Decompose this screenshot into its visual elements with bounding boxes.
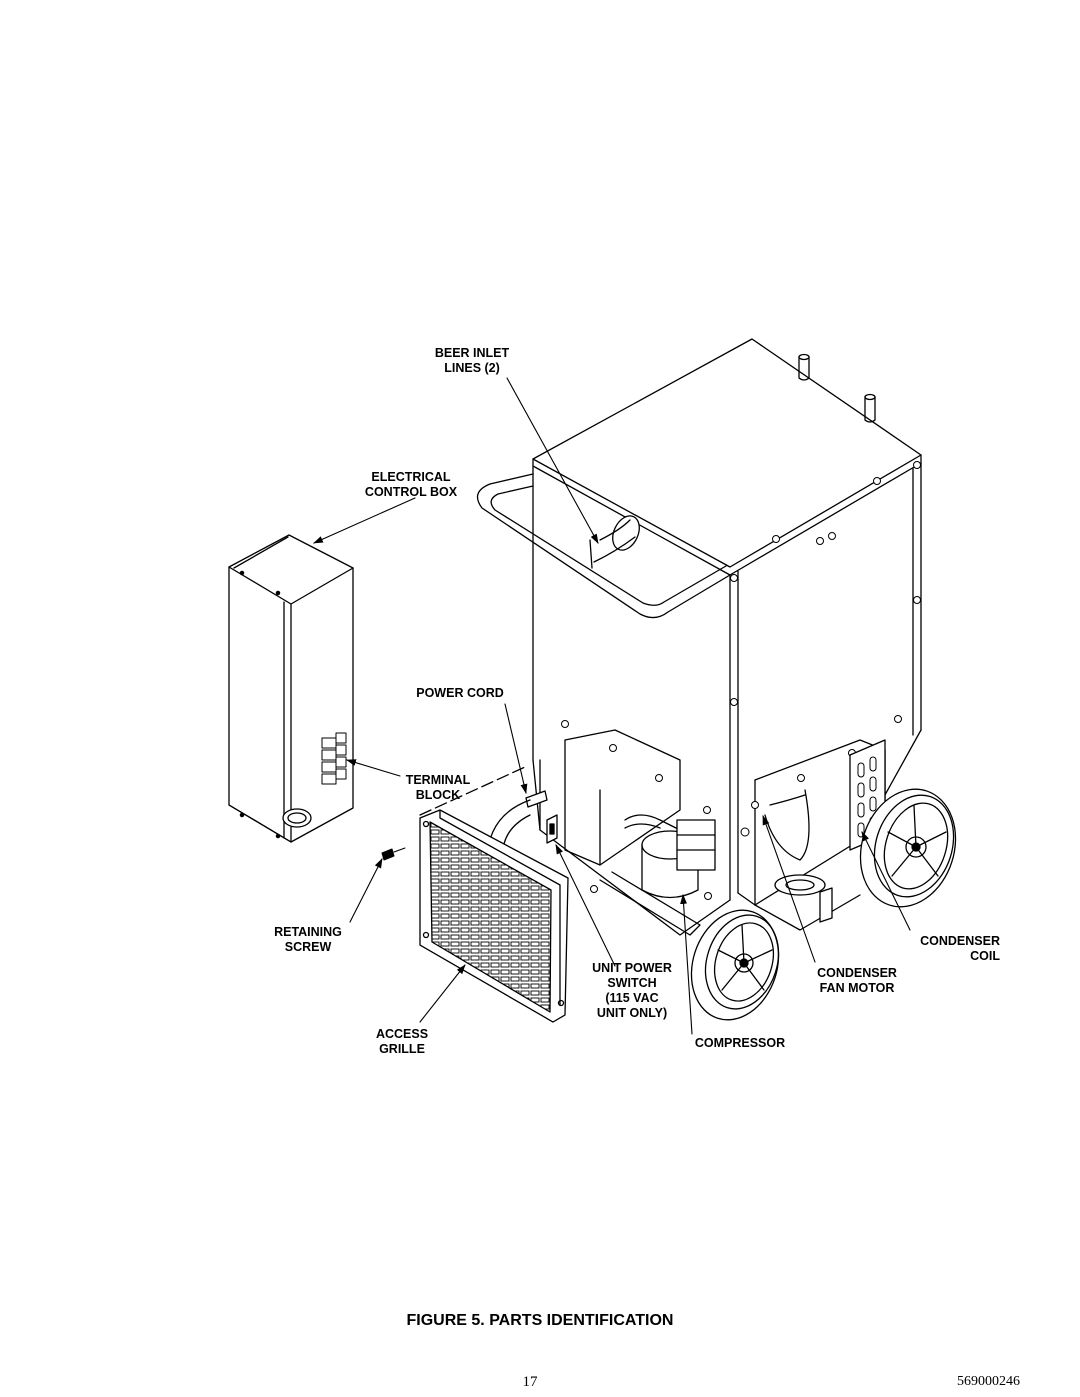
power-cord-plug: [525, 790, 548, 808]
label-access-grille: ACCESS GRILLE: [375, 1027, 429, 1056]
electrical-control-box: [228, 534, 354, 843]
label-compressor: COMPRESSOR: [694, 1036, 786, 1050]
beer-line-pegs: [798, 353, 876, 423]
beer-inlet-fitting: [589, 515, 640, 569]
axle-bracket: [819, 887, 833, 923]
label-retaining-screw: RETAINING SCREW: [274, 925, 342, 954]
retaining-screw: [381, 847, 406, 861]
label-power-cord: POWER CORD: [416, 686, 504, 700]
handle: [476, 473, 731, 619]
front-wheel: [690, 909, 780, 1021]
cabinet-top: [532, 338, 922, 568]
label-unit-power-switch: UNIT POWER SWITCH (115 VAC UNIT ONLY): [592, 961, 672, 1020]
label-beer-inlet-lines: BEER INLET LINES (2): [434, 346, 510, 375]
access-grille: [419, 809, 569, 1023]
leader-lines: [313, 377, 911, 1035]
compressor: [624, 814, 716, 899]
alignment-line: [419, 766, 526, 816]
terminal-block: [321, 732, 347, 785]
document-number: 569000246: [957, 1374, 1020, 1389]
label-terminal-block: TERMINAL BLOCK: [405, 773, 471, 802]
label-condenser-coil: CONDENSER COIL: [920, 934, 1000, 963]
page-number: 17: [522, 1374, 538, 1390]
label-electrical-control-box: ELECTRICAL CONTROL BOX: [364, 470, 458, 499]
figure-caption: FIGURE 5. PARTS IDENTIFICATION: [406, 1312, 674, 1329]
condenser-fan-motor: [764, 789, 826, 896]
power-switch: [546, 814, 558, 844]
cabinet-bolts: [561, 461, 921, 900]
label-condenser-fan-motor: CONDENSER FAN MOTOR: [817, 966, 897, 995]
